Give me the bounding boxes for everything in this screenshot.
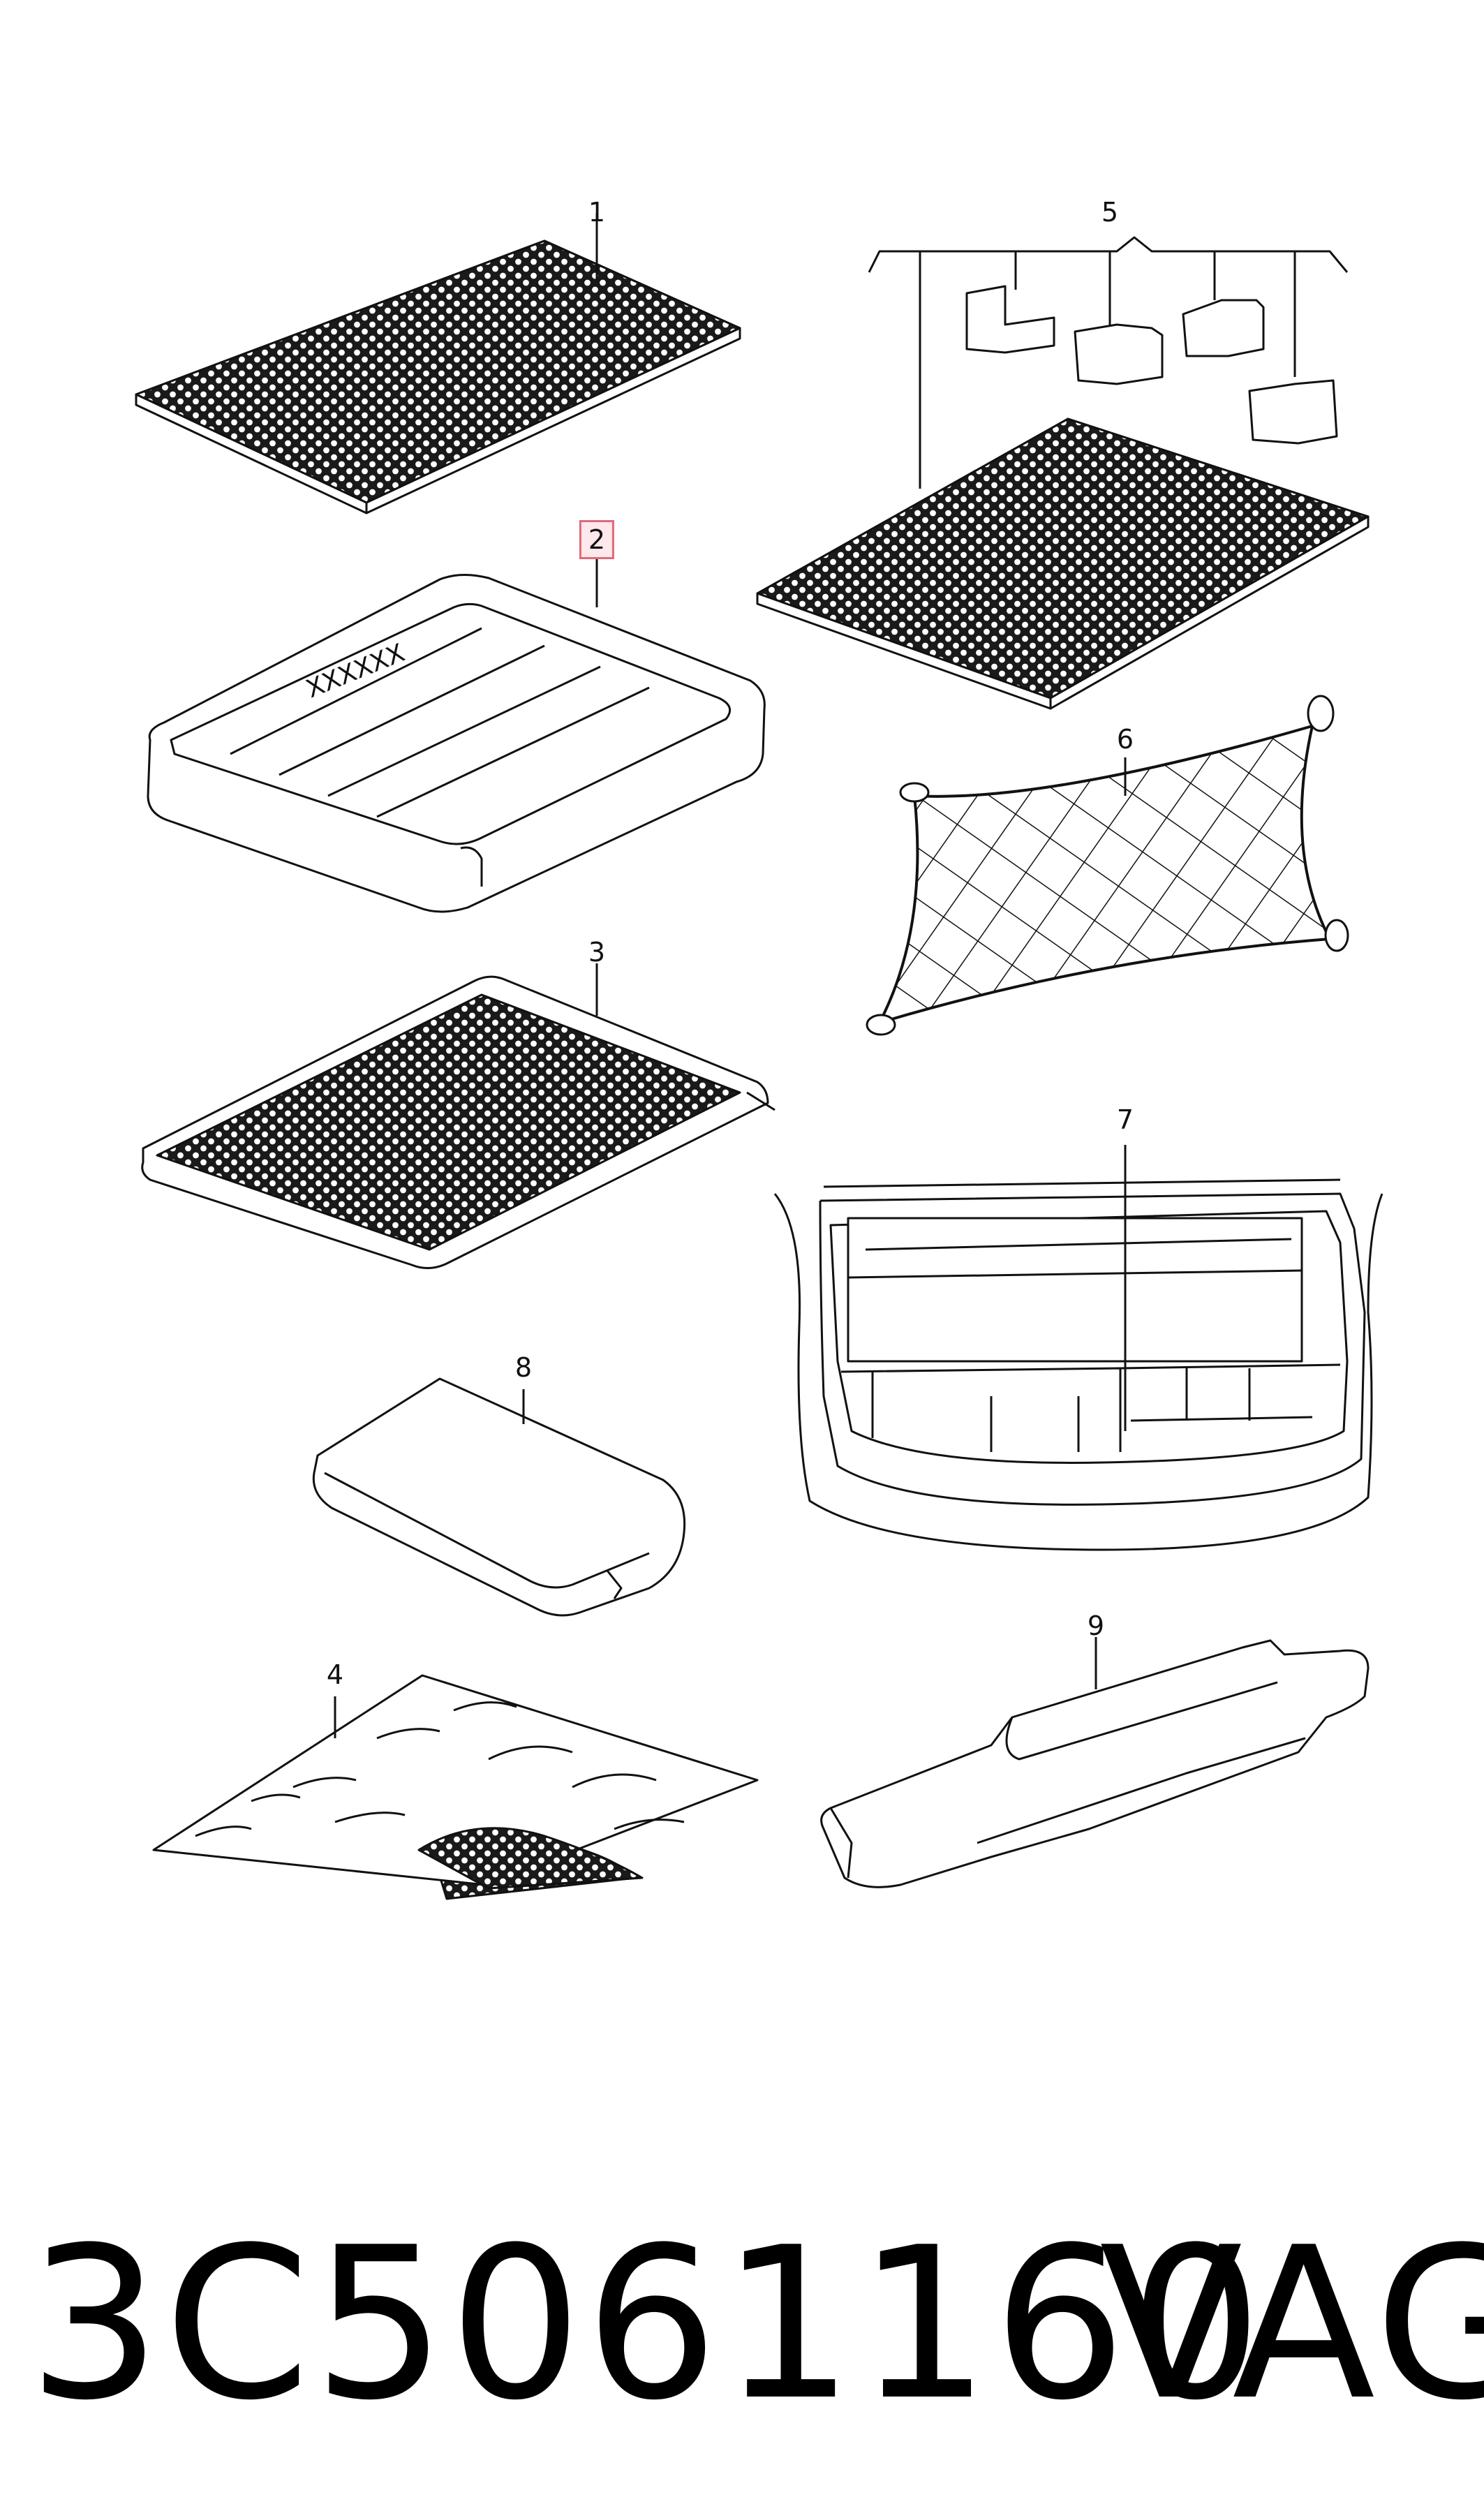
callout-5: 5 (1101, 197, 1119, 228)
brand-name: VAG (1099, 2202, 1484, 2446)
callout-4: 4 (326, 1659, 344, 1690)
callout-1: 1 (588, 197, 606, 228)
callout-6: 6 (1116, 724, 1134, 755)
item-6-cargo-net (866, 695, 1349, 1036)
item-9-roll-bag (820, 1637, 1370, 1888)
part-number: 3C5061160 (28, 2202, 1266, 2446)
callout-7: 7 (1116, 1104, 1134, 1135)
item-3-framed-mat (141, 963, 776, 1269)
item-2-cargo-tray: XXXXXX (147, 558, 766, 913)
item-4-carpet-mat (152, 1674, 759, 1900)
callout-8: 8 (514, 1352, 533, 1383)
callout-3: 3 (588, 937, 606, 968)
item-7-boot-view (773, 1145, 1383, 1551)
item-1-honeycomb-mat (135, 213, 741, 514)
item-5-mat-with-clips (756, 236, 1370, 710)
callout-9: 9 (1087, 1610, 1105, 1641)
item-8-cushion (312, 1377, 686, 1617)
callout-2-highlighted: 2 (579, 520, 615, 559)
